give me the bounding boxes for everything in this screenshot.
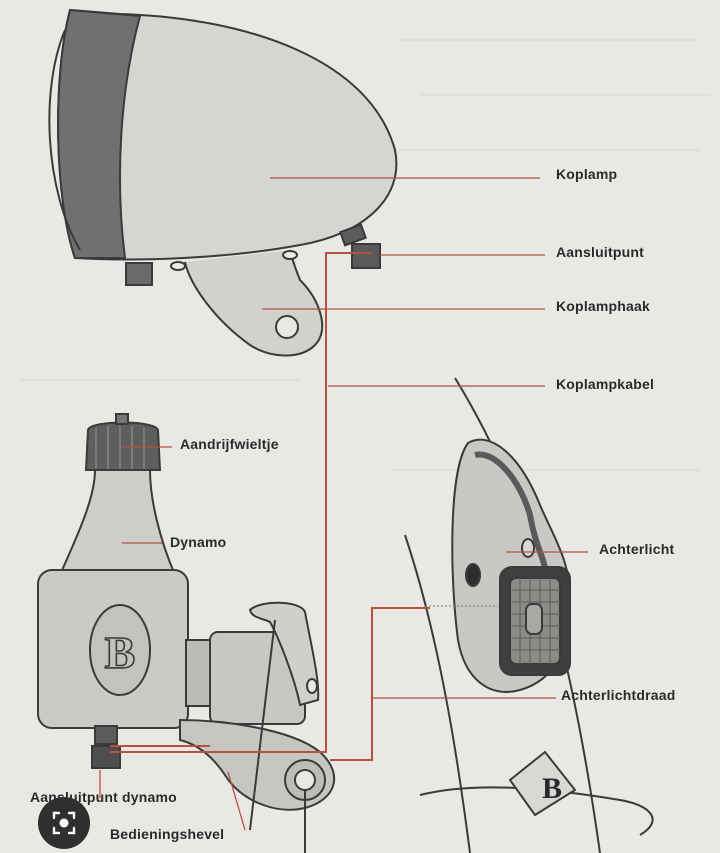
leader-lines <box>99 177 588 831</box>
headlamp <box>48 8 398 357</box>
label-dynamo: Dynamo <box>170 534 227 550</box>
label-bedieningshevel: Bedieningshevel <box>110 826 225 842</box>
tail-light <box>451 438 572 693</box>
label-koplamphaak: Koplamphaak <box>556 298 650 314</box>
label-aandrijfwieltje: Aandrijfwieltje <box>180 436 279 452</box>
label-koplamp: Koplamp <box>556 166 618 182</box>
fender-badge <box>508 750 577 817</box>
lens-search-icon <box>52 811 76 835</box>
dynamo-logo-letter: B <box>105 627 136 678</box>
dynamo <box>37 413 336 853</box>
label-achterlichtdraad: Achterlichtdraad <box>561 687 676 703</box>
background-texture <box>20 39 710 471</box>
fender-badge-letter: B <box>542 772 562 805</box>
wiring <box>110 252 430 761</box>
label-aansluitpunt: Aansluitpunt <box>556 244 644 260</box>
lens-search-button[interactable] <box>38 797 90 849</box>
label-koplampkabel: Koplampkabel <box>556 376 655 392</box>
label-achterlicht: Achterlicht <box>599 541 675 557</box>
